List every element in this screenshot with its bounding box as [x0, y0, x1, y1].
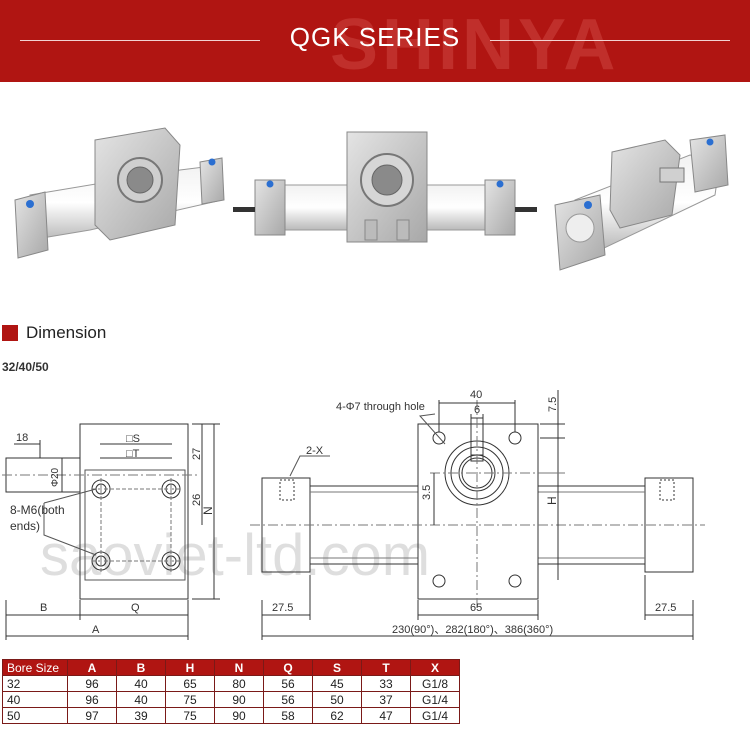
col-header: A	[67, 659, 117, 676]
series-title: QGK SERIES	[289, 22, 461, 52]
hole-note: 4-Φ7 through hole	[336, 401, 425, 413]
table-cell: 75	[165, 691, 215, 708]
front-view	[250, 390, 705, 640]
side-view	[2, 423, 220, 640]
col-header: N	[214, 659, 264, 676]
col-header: Bore Size	[2, 659, 68, 676]
table-cell: 96	[67, 691, 117, 708]
product-photo-front	[233, 131, 537, 243]
col-header: B	[116, 659, 166, 676]
col-header: T	[361, 659, 411, 676]
dimension-title: Dimension	[26, 323, 107, 342]
bolt-note-line1: 8-M6(both	[10, 503, 65, 517]
dim-7-5: 7.5	[547, 397, 559, 412]
table-cell: 47	[361, 707, 411, 724]
bolt-note-line2: ends)	[10, 519, 40, 533]
table-cell: 56	[263, 675, 313, 692]
table-row: 50 97 39 75 90 58 62 47 G1/4	[2, 707, 460, 724]
table-cell: 33	[361, 675, 411, 692]
dim-40: 40	[470, 389, 482, 401]
col-header: H	[165, 659, 215, 676]
table-cell: 45	[312, 675, 362, 692]
dim-q: Q	[131, 602, 140, 614]
table-header-row: Bore Size A B H N Q S T X	[2, 659, 460, 676]
table-cell: 75	[165, 707, 215, 724]
table-cell: 96	[67, 675, 117, 692]
table-cell: 39	[116, 707, 166, 724]
table-cell: 50	[312, 691, 362, 708]
table-cell: 40	[2, 691, 68, 708]
col-header: S	[312, 659, 362, 676]
table-cell: 65	[165, 675, 215, 692]
dimension-table: Bore Size A B H N Q S T X 32 96 40 65 80…	[2, 659, 460, 724]
dim-a: A	[92, 624, 100, 636]
dim-3-5: 3.5	[421, 485, 433, 500]
dim-65: 65	[470, 602, 482, 614]
table-cell: 37	[361, 691, 411, 708]
dim-b: B	[40, 602, 47, 614]
dim-s: □S	[126, 433, 140, 445]
dim-26: 26	[191, 494, 203, 506]
table-cell: 97	[67, 707, 117, 724]
dim-h: H	[545, 496, 559, 505]
col-header: X	[410, 659, 460, 676]
dimension-drawing: saoviet-ltd.com 18 Φ20 8-M6(both	[2, 389, 705, 640]
col-header: Q	[263, 659, 313, 676]
table-cell: 50	[2, 707, 68, 724]
dim-6: 6	[474, 404, 480, 416]
stroke-length: 230(90°)、282(180°)、386(360°)	[392, 624, 553, 636]
table-row: 32 96 40 65 80 56 45 33 G1/8	[2, 675, 460, 692]
dim-27: 27	[191, 448, 203, 460]
bore-sizes-subtitle: 32/40/50	[2, 360, 49, 374]
table-cell: 40	[116, 675, 166, 692]
table-cell: 90	[214, 707, 264, 724]
table-cell: 32	[2, 675, 68, 692]
product-photo-angled-left	[14, 127, 225, 259]
dim-27-5-left: 27.5	[272, 602, 293, 614]
dim-t: □T	[126, 448, 140, 460]
header-banner: SHINYA QGK SERIES	[0, 0, 750, 82]
port-note: 2-X	[306, 445, 324, 457]
table-cell: 90	[214, 691, 264, 708]
heading-marker-square	[2, 325, 18, 341]
dim-18: 18	[16, 432, 28, 444]
table-cell: 40	[116, 691, 166, 708]
table-cell: 58	[263, 707, 313, 724]
dim-phi20: Φ20	[50, 467, 61, 487]
table-cell: G1/8	[410, 675, 460, 692]
brand-watermark: SHINYA	[330, 5, 620, 82]
dim-27-5-right: 27.5	[655, 602, 676, 614]
table-cell: 62	[312, 707, 362, 724]
product-photos	[14, 127, 729, 271]
site-watermark: saoviet-ltd.com	[40, 523, 430, 588]
dim-n: N	[201, 506, 215, 515]
banner-line-left	[20, 40, 260, 41]
banner-line-right	[490, 40, 730, 41]
table-row: 40 96 40 75 90 56 50 37 G1/4	[2, 691, 460, 708]
product-photo-angled-right	[554, 134, 729, 271]
table-cell: G1/4	[410, 707, 460, 724]
table-cell: 80	[214, 675, 264, 692]
table-cell: 56	[263, 691, 313, 708]
table-cell: G1/4	[410, 691, 460, 708]
